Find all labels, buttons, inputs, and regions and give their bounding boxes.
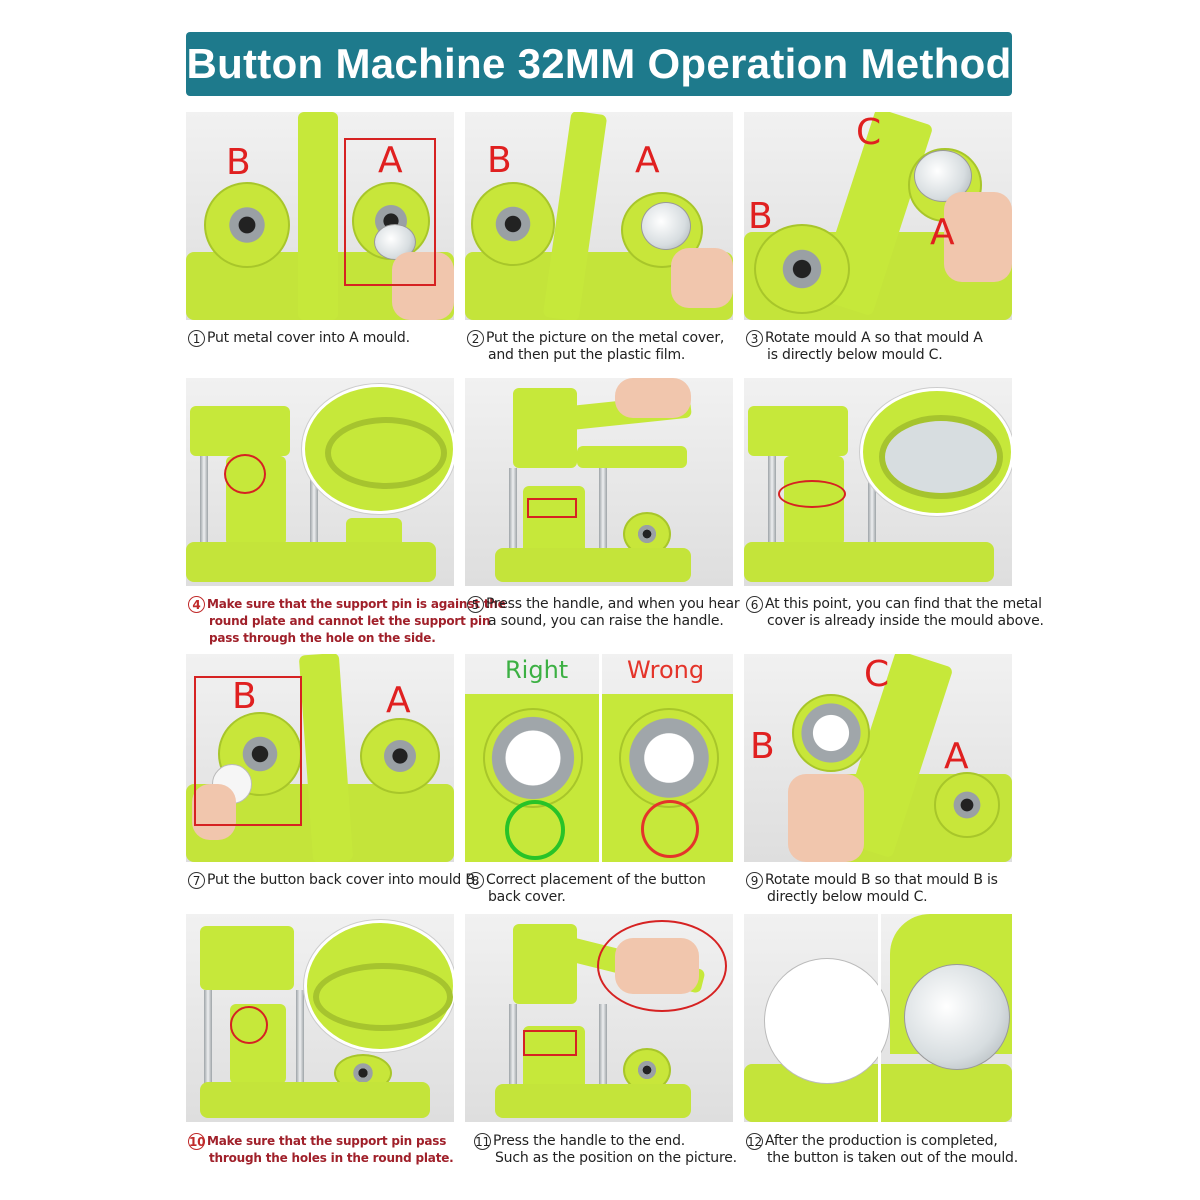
mould-a-label: A (378, 140, 403, 181)
step-9-image: C B A (744, 654, 1012, 862)
mould-b-label: B (226, 142, 251, 183)
step-6-image (744, 378, 1012, 586)
mould-c-label: C (856, 112, 882, 153)
step-10-image (186, 914, 454, 1122)
step-2-image: B A (465, 112, 733, 320)
step-11-image (465, 914, 733, 1122)
step-5-image (465, 378, 733, 586)
mould-a-label: A (386, 680, 411, 721)
step-12-image (744, 914, 1012, 1122)
right-label: Right (505, 656, 569, 684)
mould-c-label: C (864, 654, 890, 695)
mould-b-label: B (748, 196, 773, 237)
step-8-image: Right Wrong (465, 654, 733, 862)
mould-a-label: A (635, 140, 660, 181)
step-1-image: B A (186, 112, 454, 320)
mould-a-label: A (930, 212, 955, 253)
mould-b-label: B (232, 676, 257, 717)
step-7-image: B A (186, 654, 454, 862)
wrong-label: Wrong (627, 656, 705, 684)
page-title: Button Machine 32MM Operation Method (186, 40, 1012, 87)
mould-a-label: A (944, 736, 969, 777)
step-4-image (186, 378, 454, 586)
title-banner: Button Machine 32MM Operation Method (186, 32, 1012, 96)
mould-b-label: B (487, 140, 512, 181)
mould-b-label: B (750, 726, 775, 767)
step-3-image: C B A (744, 112, 1012, 320)
